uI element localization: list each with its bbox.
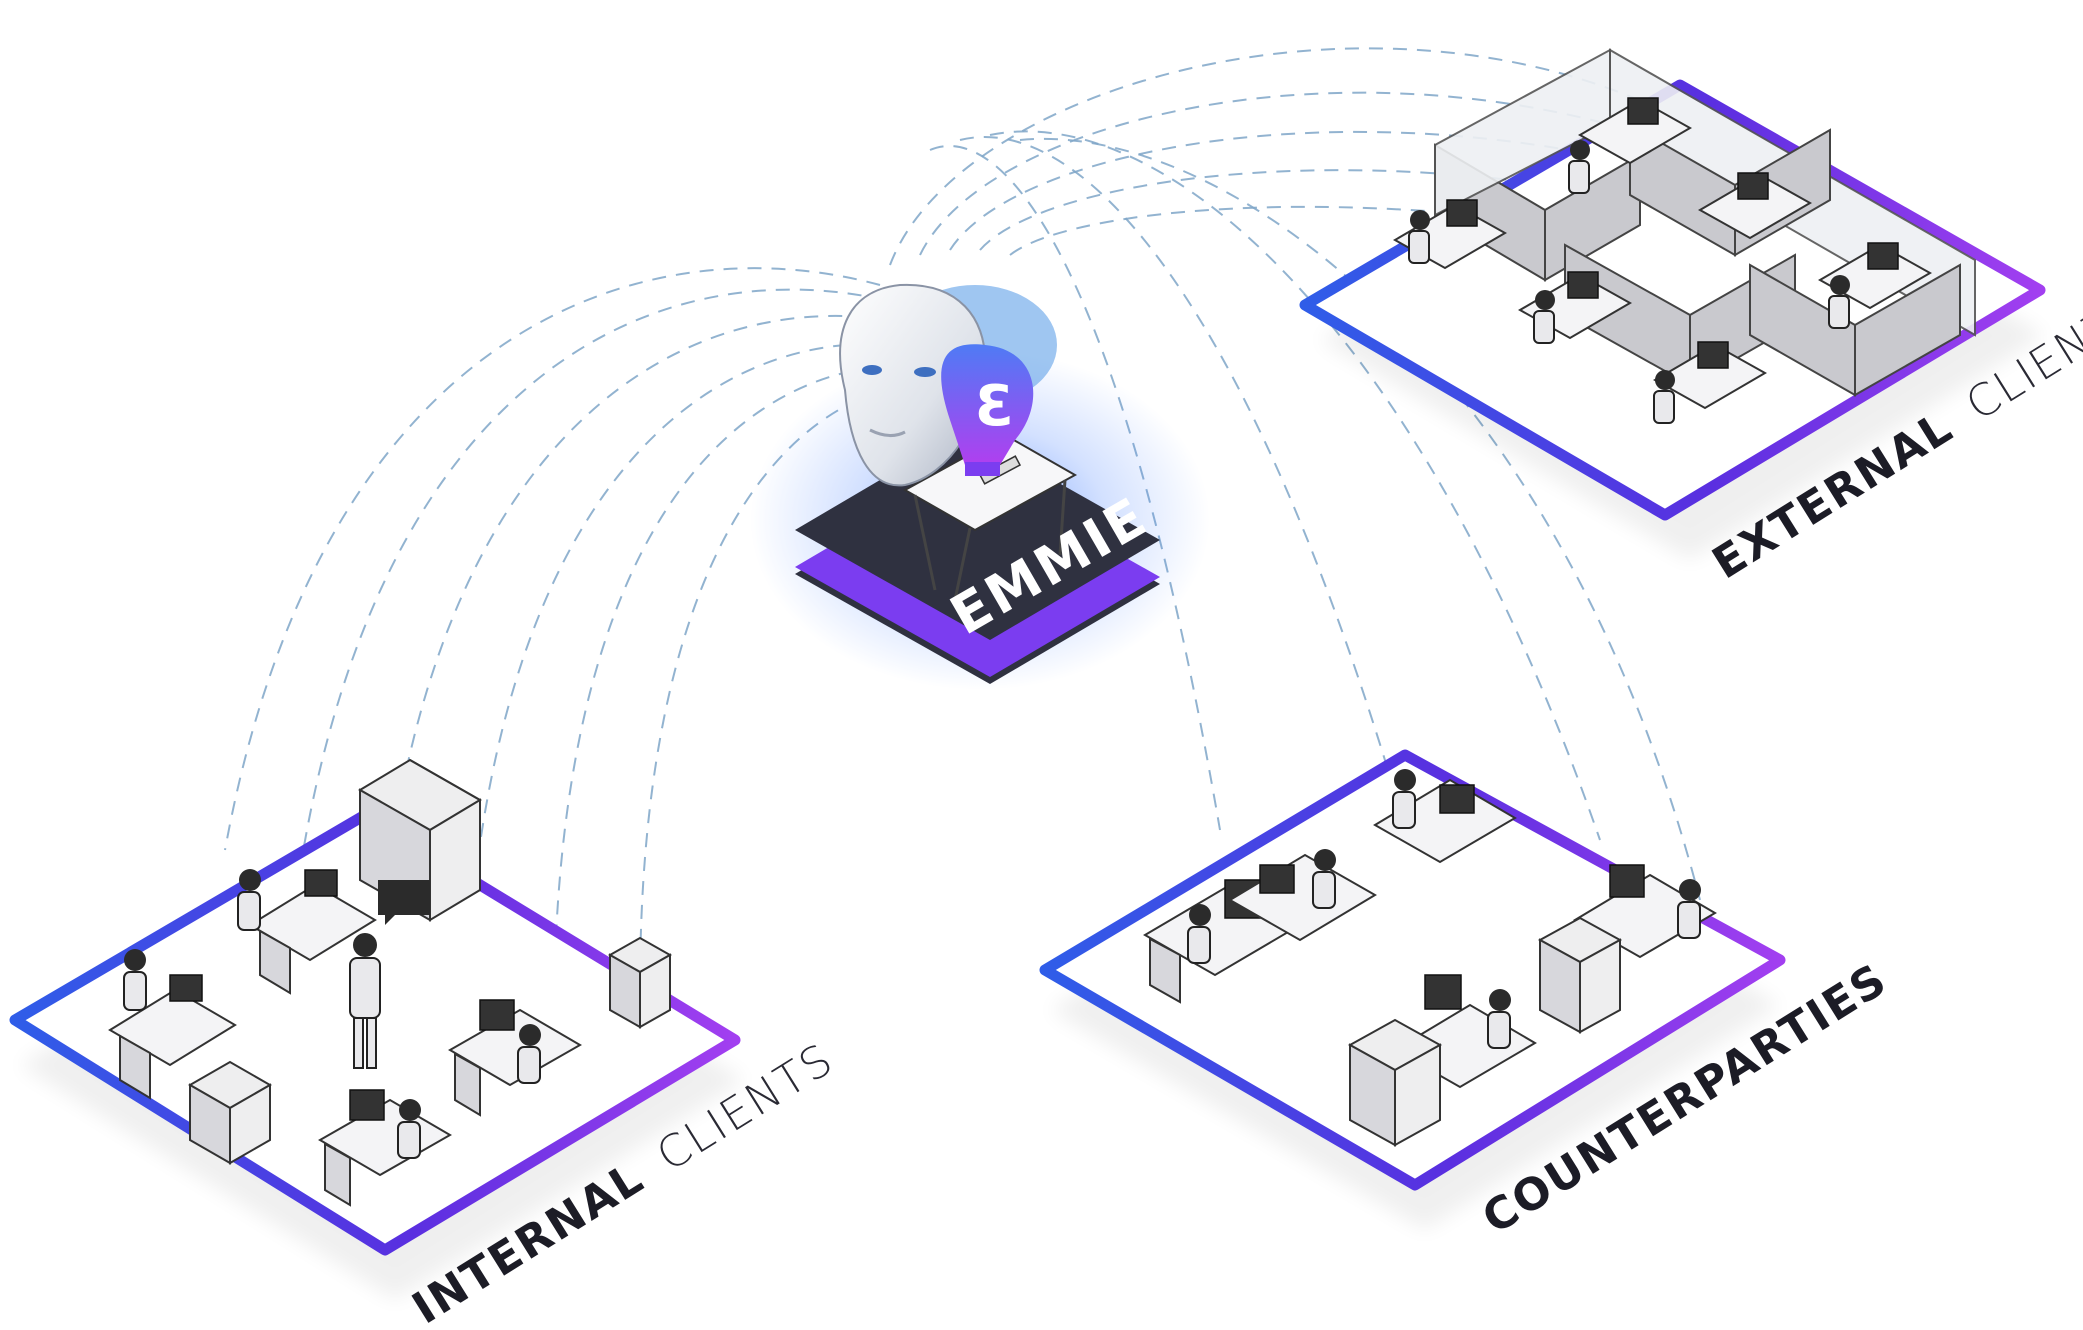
link-internal-2 (299, 288, 886, 871)
internal-desk-4 (318, 1089, 452, 1207)
link-external-1 (889, 47, 1701, 266)
link-counter-2 (959, 135, 1421, 881)
link-internal-4 (469, 343, 896, 931)
counter-cabinet (1537, 916, 1623, 1034)
link-internal-1 (224, 267, 881, 851)
node-external-clients: EXTERNAL CLIENTS (1299, 48, 2083, 589)
link-counter-3 (989, 130, 1601, 841)
internal-presenter (349, 880, 430, 1069)
node-counterparties: COUNTERPARTIES (1039, 749, 1896, 1244)
counter-desk-3 (1373, 769, 1517, 864)
node-internal-clients: INTERNAL CLIENTS (9, 758, 843, 1330)
internal-desk-1 (108, 949, 237, 1100)
svg-text:Ɛ: Ɛ (975, 374, 1014, 439)
counterparties-floor (1039, 749, 1786, 1191)
link-internal-5 (554, 364, 901, 961)
internal-cabinet (607, 936, 673, 1029)
link-internal-3 (384, 314, 891, 901)
link-external-5 (1009, 205, 1871, 291)
external-workstations (1392, 97, 1933, 424)
counter-desk-2 (1228, 849, 1377, 942)
internal-printer (187, 1060, 273, 1165)
emmie-emblem-icon: Ɛ (941, 344, 1034, 476)
counter-printer (1347, 1018, 1443, 1147)
emmie-core: Ɛ EMMIE (750, 283, 1210, 690)
internal-desk-2 (237, 869, 377, 995)
link-external-2 (919, 91, 1741, 256)
internal-desk-3 (448, 999, 582, 1117)
